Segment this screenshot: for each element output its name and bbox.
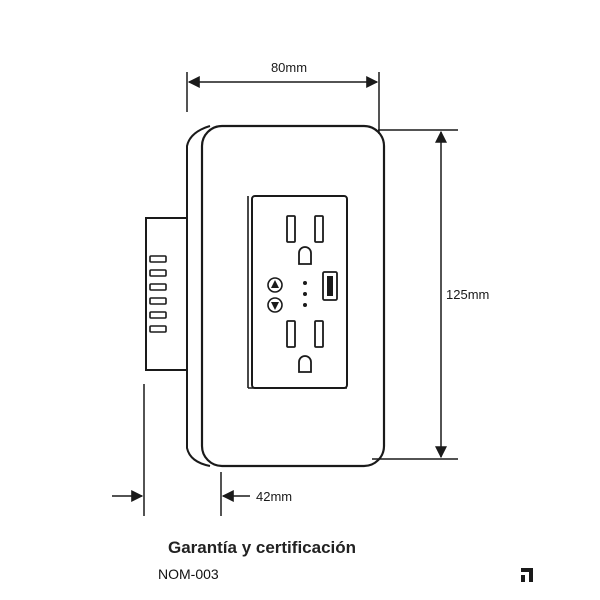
lower-outlet	[286, 320, 324, 373]
vent-slots	[149, 255, 167, 333]
width-dimension: 80mm	[186, 60, 380, 134]
upper-outlet	[286, 215, 324, 265]
lower-outlet-left-slot	[286, 320, 296, 348]
lower-outlet-right-slot	[314, 320, 324, 348]
width-label: 80mm	[271, 60, 307, 75]
indicator-dots	[303, 281, 307, 307]
upper-outlet-right-slot	[314, 215, 324, 243]
warranty-title: Garantía y certificación	[168, 538, 357, 557]
depth-dimension: 42mm	[112, 384, 292, 516]
depth-label: 42mm	[256, 489, 292, 504]
arrow-up-icon	[267, 277, 283, 293]
height-dimension: 125mm	[372, 129, 489, 460]
brand-logo-mark	[521, 568, 533, 582]
upper-outlet-left-slot	[286, 215, 296, 243]
usb-port-icon	[322, 271, 338, 301]
arrow-down-icon	[267, 297, 283, 313]
upper-outlet-ground-hole	[298, 246, 312, 265]
rear-housing	[145, 217, 186, 371]
height-label: 125mm	[446, 287, 489, 302]
lower-outlet-ground-hole	[298, 355, 312, 373]
certification-code: NOM-003	[158, 566, 219, 582]
